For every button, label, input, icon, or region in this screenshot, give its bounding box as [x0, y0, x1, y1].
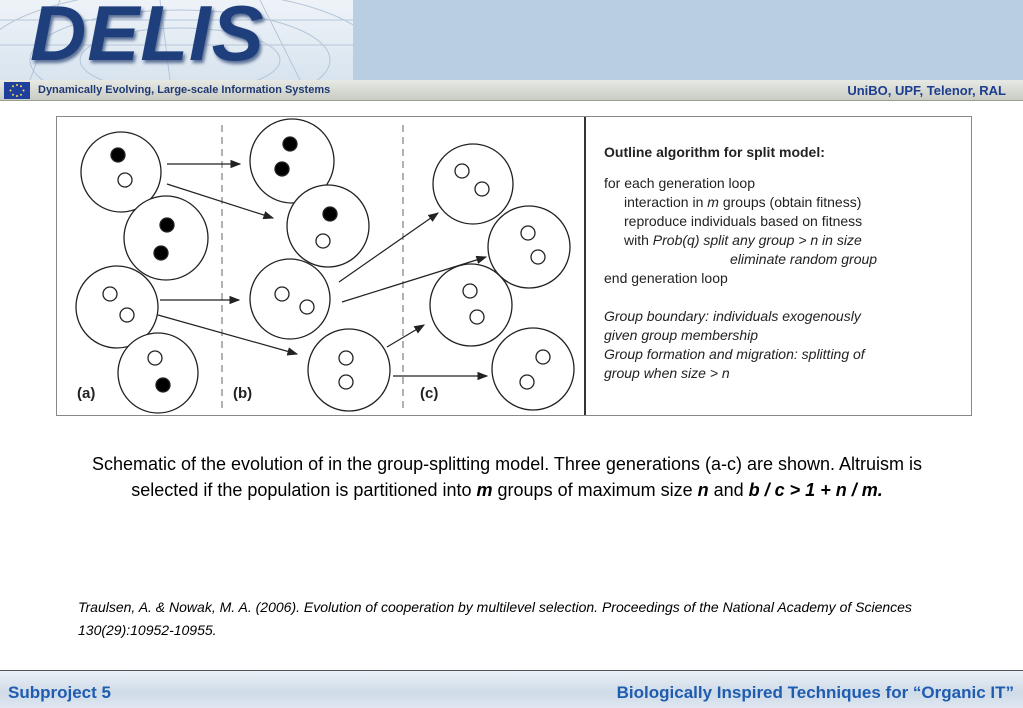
individual-defector — [469, 309, 485, 325]
group-b4 — [307, 328, 391, 412]
panel-label-a: (a) — [77, 385, 96, 402]
algorithm-note: Group formation and migration: splitting… — [604, 346, 865, 362]
individual-defector — [299, 299, 315, 315]
individual-defector — [530, 249, 546, 265]
algorithm-step-with: with Prob(q) split any group > n in size — [604, 231, 964, 250]
group-b1 — [249, 118, 335, 204]
group-b3 — [249, 258, 331, 340]
variable-m: m — [476, 480, 493, 500]
individual-defector — [338, 374, 354, 390]
logo-text: DELIS — [30, 0, 265, 77]
individual-defector — [102, 286, 118, 302]
text-fragment: Schematic of the evolution of in the gro… — [91, 454, 923, 500]
group-c2 — [487, 205, 571, 289]
group-a3 — [75, 265, 159, 349]
footer-topic: Biologically Inspired Techniques for “Or… — [616, 683, 1014, 702]
algorithm-step-reproduce: reproduce individuals based on fitness — [624, 213, 863, 229]
slide-footer: Subproject 5 Biologically Inspired Techn… — [0, 671, 1023, 708]
group-c3 — [429, 263, 513, 347]
text-fragment: Prob(q) split any group > n in size — [652, 232, 862, 248]
header-subtitle-band — [0, 80, 1023, 101]
header-band — [353, 0, 1023, 80]
arrow — [157, 314, 299, 356]
algorithm-title: Outline algorithm for split model: — [604, 144, 825, 160]
figure-caption: Schematic of the evolution of in the gro… — [70, 451, 944, 503]
logo-background-grid — [0, 0, 353, 80]
footer-subproject: Subproject 5 — [8, 683, 111, 702]
arrow — [386, 324, 426, 348]
footer-divider — [0, 670, 1023, 671]
panel-label-b: (b) — [233, 385, 253, 402]
text-fragment: groups (obtain fitness) — [718, 194, 862, 210]
individual-altruist — [322, 206, 338, 222]
arrow — [341, 255, 488, 303]
variable-n: n — [697, 480, 709, 500]
algorithm-loop-end: end generation loop — [604, 270, 728, 286]
individual-defector — [117, 172, 133, 188]
group-c1 — [432, 143, 514, 225]
text-fragment: groups of maximum size — [492, 480, 698, 500]
algorithm-loop-start: for each generation loop — [604, 175, 755, 191]
algorithm-step-eliminate: eliminate random group — [730, 251, 878, 267]
individual-defector — [119, 307, 135, 323]
selection-condition: b / c > 1 + n / m. — [748, 480, 883, 500]
individual-defector — [454, 163, 470, 179]
text-fragment: and — [708, 480, 749, 500]
individual-altruist — [282, 136, 298, 152]
algorithm-note: given group membership — [604, 327, 759, 343]
group-c4 — [491, 327, 575, 411]
group-b2 — [286, 184, 370, 268]
individual-altruist — [110, 147, 126, 163]
individual-defector — [147, 350, 163, 366]
individual-defector — [315, 233, 331, 249]
panel-label-c: (c) — [420, 385, 439, 402]
individual-defector — [520, 225, 536, 241]
individual-defector — [274, 286, 290, 302]
arrow — [338, 212, 439, 283]
individual-defector — [535, 349, 551, 365]
split-model-figure: (a) (b) (c) Outline algorithm for split … — [56, 116, 972, 416]
group-a4 — [117, 332, 199, 414]
algorithm-outline: Outline algorithm for split model: for e… — [604, 143, 964, 383]
individual-defector — [462, 283, 478, 299]
header-subtitle: Dynamically Evolving, Large-scale Inform… — [38, 84, 331, 96]
header-partners: UniBO, UPF, Telenor, RAL — [847, 83, 1006, 98]
delis-logo: DELIS — [0, 0, 353, 80]
individual-altruist — [153, 245, 169, 261]
individual-altruist — [155, 377, 171, 393]
slide-header: DELIS Dynamically Evolving, Large-scale … — [0, 0, 1023, 101]
variable-m: m — [707, 194, 719, 210]
arrow — [166, 183, 275, 220]
group-a1 — [80, 131, 162, 213]
algorithm-note: group when size > n — [604, 365, 730, 381]
individual-altruist — [274, 161, 290, 177]
text-fragment: interaction in — [624, 194, 708, 210]
individual-defector — [519, 374, 535, 390]
figure-divider — [584, 117, 586, 415]
eu-flag-icon — [4, 82, 30, 99]
algorithm-step-interaction: interaction in m groups (obtain fitness) — [604, 193, 964, 212]
group-a2 — [123, 195, 209, 281]
citation: Traulsen, A. & Nowak, M. A. (2006). Evol… — [78, 599, 912, 638]
group-splitting-schematic — [75, 118, 575, 414]
individual-altruist — [159, 217, 175, 233]
individual-defector — [474, 181, 490, 197]
individual-defector — [338, 350, 354, 366]
text-fragment: with — [624, 232, 653, 248]
algorithm-note: Group boundary: individuals exogenously — [604, 308, 861, 324]
